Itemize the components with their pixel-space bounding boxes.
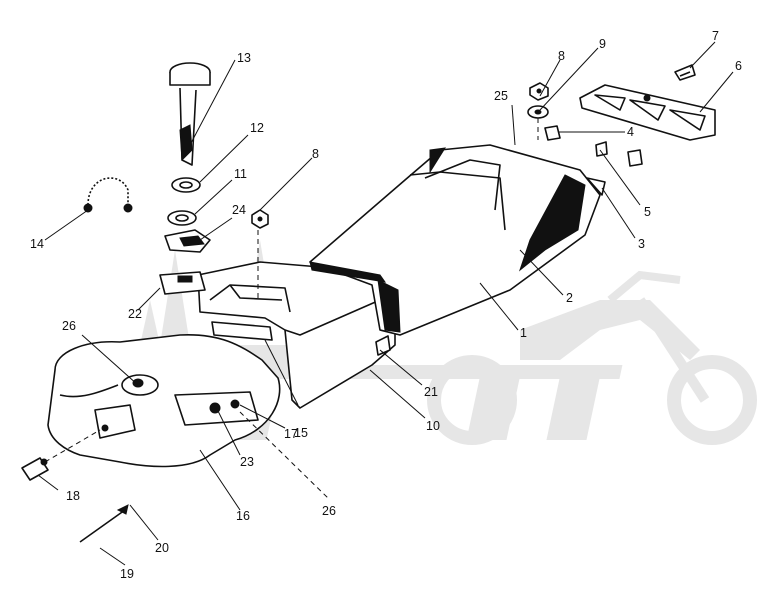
callout-24: 24 [232,203,246,217]
callouts: 13 12 11 24 14 8 22 26 8 9 25 4 5 3 7 6 … [30,29,742,581]
callout-14: 14 [30,237,44,251]
nut-8-top [529,82,549,101]
callout-7: 7 [712,29,719,43]
clamp-21 [375,335,391,356]
fuel-tank [47,334,281,468]
callout-18: 18 [66,489,80,503]
hose-14 [83,177,133,213]
callout-8-lower: 8 [312,147,319,161]
callout-6: 6 [735,59,742,73]
callout-17: 17 [284,427,298,441]
callout-23: 23 [240,455,254,469]
bolt-7 [674,64,696,81]
callout-9: 9 [599,37,606,51]
ring-11 [167,210,197,226]
tail-lens [579,84,716,141]
screw-4 [544,125,643,167]
callout-26-left: 26 [62,319,76,333]
callout-11: 11 [234,167,247,181]
fitting-18 [21,457,49,481]
callout-19: 19 [120,567,134,581]
callout-20: 20 [155,541,169,555]
ring-12 [171,177,201,193]
callout-1: 1 [520,326,527,340]
callout-8-top: 8 [558,49,565,63]
callout-25: 25 [494,89,508,103]
callout-4: 4 [627,125,634,139]
pin-19 [79,504,129,543]
callout-10: 10 [426,419,440,433]
seat-base [159,261,396,409]
nut-8-lower [251,209,269,229]
leader-lines [37,41,734,566]
callout-26-right: 26 [322,504,336,518]
callout-12: 12 [250,121,264,135]
callout-15: 15 [294,426,308,440]
callout-21: 21 [424,385,438,399]
callout-3: 3 [638,237,645,251]
callout-16: 16 [236,509,250,523]
washer-9 [527,105,549,119]
callout-2: 2 [566,291,573,305]
callout-5: 5 [644,205,651,219]
callout-13: 13 [237,51,251,65]
fuel-sender [169,62,211,166]
cap-24 [164,229,211,253]
seat [309,144,606,336]
callout-22: 22 [128,307,142,321]
